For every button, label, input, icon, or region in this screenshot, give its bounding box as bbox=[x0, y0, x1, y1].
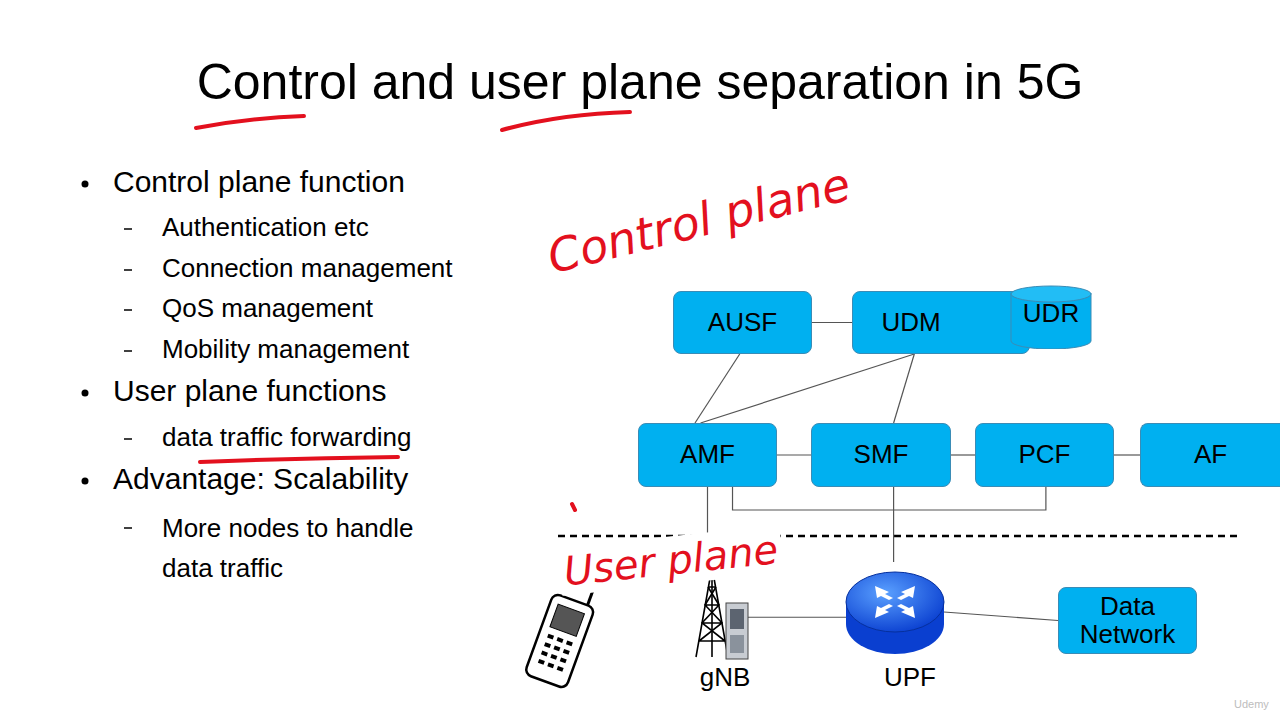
bullet-item: Connection management bbox=[162, 253, 453, 284]
function-box: Data Network bbox=[1058, 587, 1197, 654]
base-station: gNB bbox=[680, 565, 760, 695]
bullet-heading: User plane functions bbox=[113, 373, 387, 409]
slide-title: Control and user plane separation in 5G bbox=[0, 52, 1280, 112]
bullet-item: QoS management bbox=[162, 293, 373, 324]
bullet-item: data traffic forwarding bbox=[162, 422, 412, 453]
function-box: SMF bbox=[811, 423, 951, 487]
phone-icon bbox=[524, 574, 602, 689]
bullet-item: More nodes to handle data traffic bbox=[162, 508, 462, 588]
bullet-heading: Advantage: Scalability bbox=[113, 461, 408, 497]
connector-line bbox=[748, 617, 846, 618]
bullet-dots bbox=[82, 181, 89, 485]
node-label: UDM bbox=[881, 309, 940, 336]
cylinder-outline bbox=[1010, 285, 1092, 349]
connector-line bbox=[944, 612, 1058, 621]
function-box: PCF bbox=[975, 423, 1114, 487]
router-node: UPF bbox=[845, 562, 945, 697]
function-box: UDMUDR bbox=[852, 291, 1030, 354]
connector-line bbox=[1114, 454, 1140, 455]
connector-line bbox=[701, 354, 915, 423]
tower-icon bbox=[680, 565, 760, 660]
function-box: AMF bbox=[638, 423, 777, 487]
node-label: AMF bbox=[680, 441, 735, 468]
node-label: UPF bbox=[855, 664, 965, 691]
node-label: UDR bbox=[1023, 300, 1079, 327]
hand-underlines bbox=[196, 112, 630, 510]
function-box: AF bbox=[1140, 423, 1280, 487]
bullet-item: Mobility management bbox=[162, 334, 409, 365]
bullet-dashes bbox=[124, 229, 132, 528]
bullet-heading: Control plane function bbox=[113, 164, 405, 200]
node-label: gNB bbox=[680, 664, 770, 691]
hand-annotation: User plane bbox=[557, 525, 784, 596]
connector-line bbox=[893, 487, 894, 562]
plane-separator bbox=[558, 535, 1240, 538]
node-label: AF bbox=[1194, 441, 1227, 468]
function-box: AUSF bbox=[673, 291, 812, 354]
connector-line bbox=[812, 322, 852, 323]
node-label: AUSF bbox=[708, 309, 777, 336]
connector-line bbox=[894, 354, 915, 423]
hand-annotation: Control plane bbox=[538, 156, 859, 286]
node-label: SMF bbox=[854, 441, 909, 468]
database-cylinder: UDR bbox=[1010, 285, 1092, 349]
bullet-item: Authentication etc bbox=[162, 212, 369, 243]
router-icon bbox=[845, 562, 945, 662]
connector-line bbox=[951, 454, 975, 455]
node-label: Data Network bbox=[1066, 593, 1189, 648]
node-label: PCF bbox=[1019, 441, 1071, 468]
connector-line bbox=[707, 487, 708, 565]
watermark: Udemy bbox=[1234, 698, 1269, 711]
connector-line bbox=[733, 487, 1046, 510]
connector-line bbox=[777, 454, 811, 455]
